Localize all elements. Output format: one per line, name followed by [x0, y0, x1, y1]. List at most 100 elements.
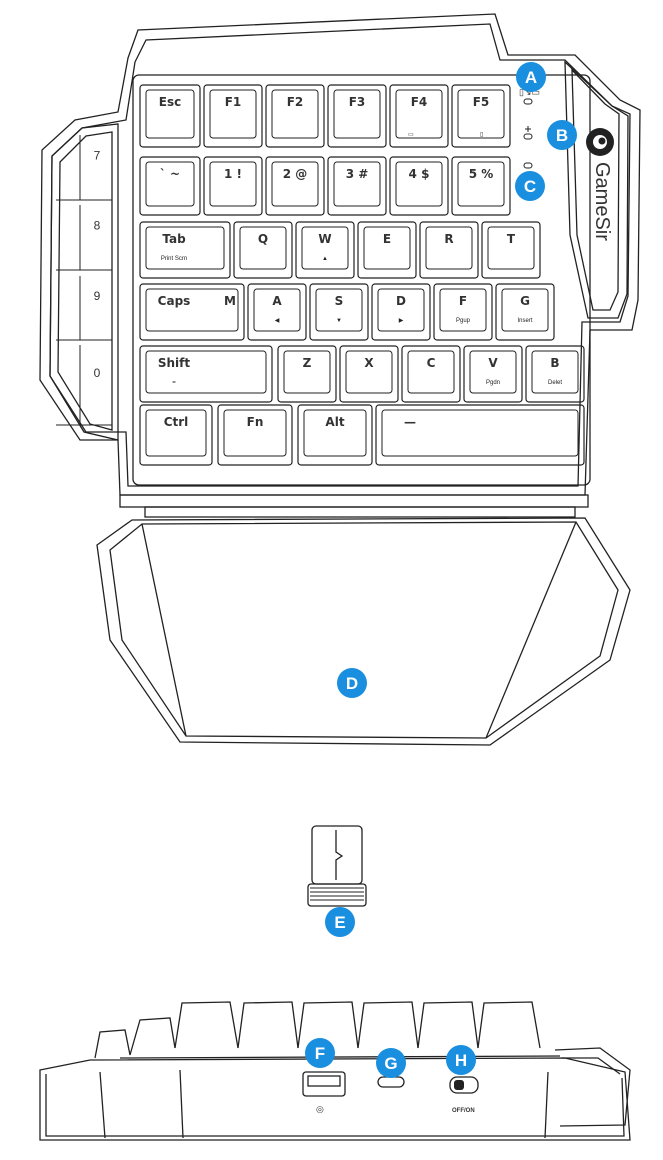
key-sub-label: ▶ [399, 318, 404, 324]
key[interactable]: A◀ [247, 283, 307, 341]
callout-e: E [325, 907, 355, 937]
key-label: Ctrl [164, 415, 189, 429]
caps-m-mark: M [224, 294, 236, 308]
key[interactable]: 5 % [451, 156, 511, 216]
key-outer [495, 283, 555, 341]
key-sub-label: Pgdn [486, 380, 500, 386]
key-sub-label: ▼ [336, 318, 342, 324]
key-top [209, 161, 257, 207]
brand-name: GameSir [591, 162, 613, 241]
key[interactable]: W▲ [295, 221, 355, 279]
side-key-label: 0 [94, 366, 101, 380]
key-label: ` ~ [160, 167, 180, 181]
key-top [469, 350, 517, 394]
key[interactable]: C [401, 345, 461, 403]
key[interactable]: Shift= [139, 345, 273, 403]
key-top [145, 226, 225, 270]
key-label: 2 @ [283, 167, 308, 181]
key-outer [375, 404, 585, 466]
key-outer [401, 345, 461, 403]
key[interactable]: 2 @ [265, 156, 325, 216]
key[interactable]: T [481, 221, 541, 279]
key-top [271, 161, 319, 207]
side-key[interactable]: 7 [56, 135, 112, 201]
callout-letter: D [346, 674, 358, 693]
key[interactable]: E [357, 221, 417, 279]
key[interactable]: Esc [139, 84, 201, 148]
side-key[interactable]: 9 [56, 276, 112, 341]
key[interactable]: 4 $ [389, 156, 449, 216]
key-label: 3 # [346, 167, 369, 181]
key[interactable]: Alt [297, 404, 373, 466]
callout-circle [516, 62, 546, 92]
callout-h: H [446, 1045, 476, 1075]
key[interactable]: F5 [451, 84, 511, 148]
key-outer [463, 345, 523, 403]
key[interactable]: — [375, 404, 585, 466]
key-outer [139, 345, 273, 403]
key-top [239, 226, 287, 270]
key[interactable]: F2 [265, 84, 325, 148]
key-label: T [507, 232, 516, 246]
key[interactable]: Caps [139, 283, 245, 341]
key-top [301, 226, 349, 270]
key-outer [217, 404, 293, 466]
callout-circle [376, 1048, 406, 1078]
side-key[interactable]: 0 [56, 345, 112, 426]
key-top [223, 409, 287, 457]
callout-letter: F [315, 1044, 325, 1063]
callout-b: B [547, 120, 577, 150]
key-outer [203, 84, 263, 148]
key[interactable]: 1 ! [203, 156, 263, 216]
mouse-icon: ◎ [316, 1104, 324, 1114]
key-top [271, 89, 319, 139]
key-label: 5 % [469, 167, 494, 181]
key[interactable]: S▼ [309, 283, 369, 341]
key-label: Tab [162, 232, 186, 246]
key-label: A [272, 294, 282, 308]
callout-letter: B [556, 126, 568, 145]
key-top [345, 350, 393, 394]
key-outer [297, 404, 373, 466]
key[interactable]: 3 # [327, 156, 387, 216]
switch-label: OFF/ON [452, 1108, 475, 1114]
callout-circle [446, 1045, 476, 1075]
key-top [457, 161, 505, 207]
side-key[interactable]: 8 [56, 205, 112, 271]
key[interactable]: F4 [389, 84, 449, 148]
key[interactable]: Ctrl [139, 404, 213, 466]
key[interactable]: Z [277, 345, 337, 403]
key-outer [139, 221, 231, 279]
key-label: 4 $ [409, 167, 430, 181]
key[interactable]: F3 [327, 84, 387, 148]
keyboard-body-outline [39, 13, 641, 1141]
side-keys: 7 8 9 0 [56, 135, 112, 426]
key-label: F4 [411, 95, 428, 109]
key[interactable]: R [419, 221, 479, 279]
side-key-label: 8 [94, 219, 101, 233]
key[interactable]: ` ~ [139, 156, 201, 216]
callout-circle [515, 171, 545, 201]
key-label: X [364, 356, 374, 370]
key-top [333, 161, 381, 207]
key-top [381, 409, 579, 457]
key-outer [389, 156, 449, 216]
key-outer [247, 283, 307, 341]
callout-circle [337, 668, 367, 698]
key[interactable]: Fn [217, 404, 293, 466]
key-outer [139, 84, 201, 148]
key[interactable]: F1 [203, 84, 263, 148]
callout-letter: G [384, 1054, 397, 1073]
key[interactable]: D▶ [371, 283, 431, 341]
key-label: D [396, 294, 406, 308]
key-sub-label: ▲ [322, 256, 328, 262]
key[interactable]: Q [233, 221, 293, 279]
key[interactable]: X [339, 345, 399, 403]
callout-c: C [515, 171, 545, 201]
